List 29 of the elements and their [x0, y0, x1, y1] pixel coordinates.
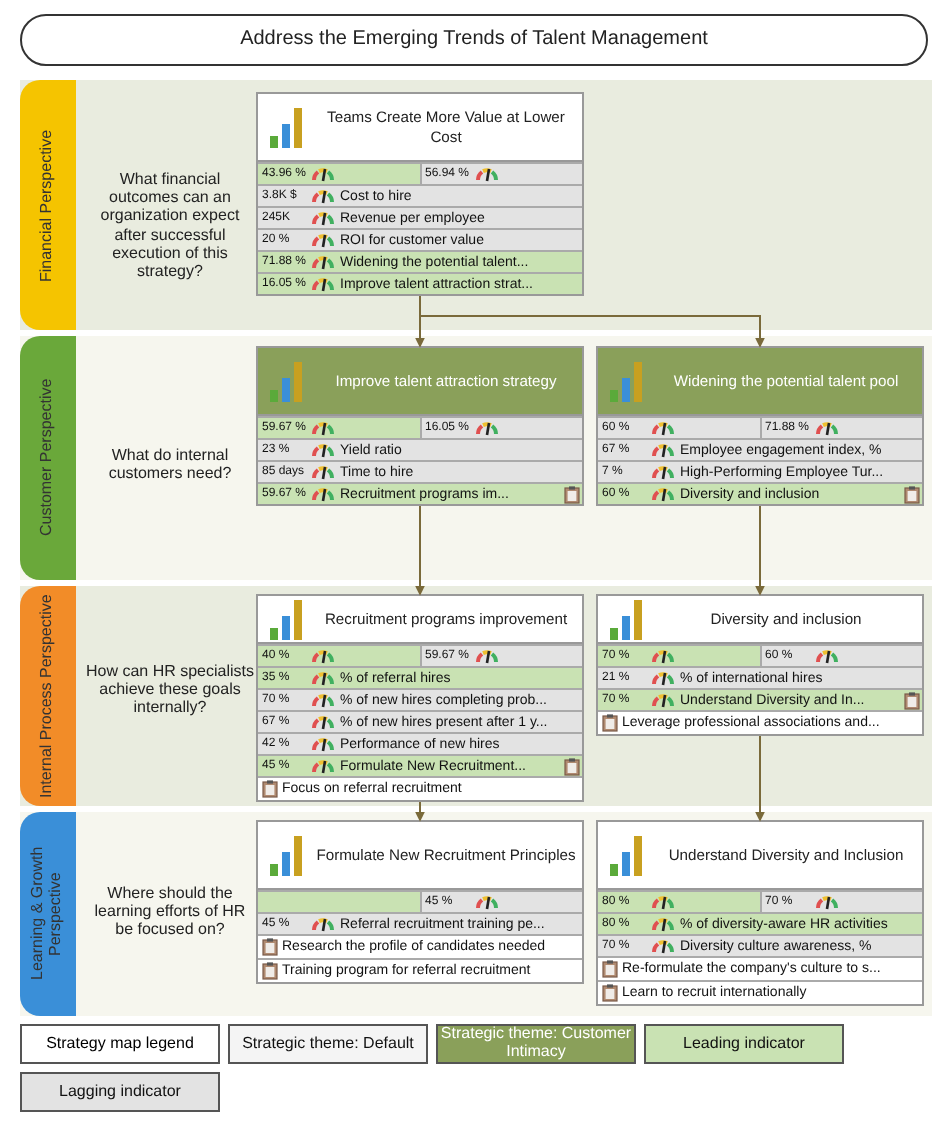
objective-card [256, 346, 584, 506]
legend-item: Leading indicator [644, 1024, 844, 1064]
perspective-tab: Financial Perspective [20, 80, 76, 330]
objective-card [596, 346, 924, 506]
arrow [415, 801, 425, 822]
question-text: What do internal customers need? [106, 446, 234, 483]
arrow [755, 735, 765, 822]
question-text: How can HR specialists achieve these goals internally? [84, 662, 256, 718]
diagram-title: Address the Emerging Trends of Talent Management [20, 14, 928, 66]
legend-item: Strategic theme: Default [228, 1024, 428, 1064]
perspective-tab: Internal Process Perspective [20, 586, 76, 806]
objective-card [596, 820, 924, 1006]
arrow [755, 505, 765, 596]
legend-heading: Strategy map legend [20, 1024, 220, 1064]
legend-item: Strategic theme: Customer Intimacy [436, 1024, 636, 1064]
objective-card [256, 92, 584, 296]
perspective-band [20, 336, 932, 580]
question-text: Where should the learning efforts of HR be focused on? [92, 884, 248, 940]
perspective-tab: Learning & Growth Perspective [20, 812, 76, 1016]
arrow [415, 505, 425, 596]
objective-card [256, 594, 584, 802]
perspective-band [20, 586, 932, 806]
objective-card [256, 820, 584, 984]
perspective-band [20, 812, 932, 1016]
question-text: What financial outcomes can an organization expect after successful execution of this strategy? [98, 170, 242, 281]
legend-item: Lagging indicator [20, 1072, 220, 1112]
perspective-tab: Customer Perspective [20, 336, 76, 580]
objective-card [596, 594, 924, 736]
perspective-band [20, 80, 932, 330]
